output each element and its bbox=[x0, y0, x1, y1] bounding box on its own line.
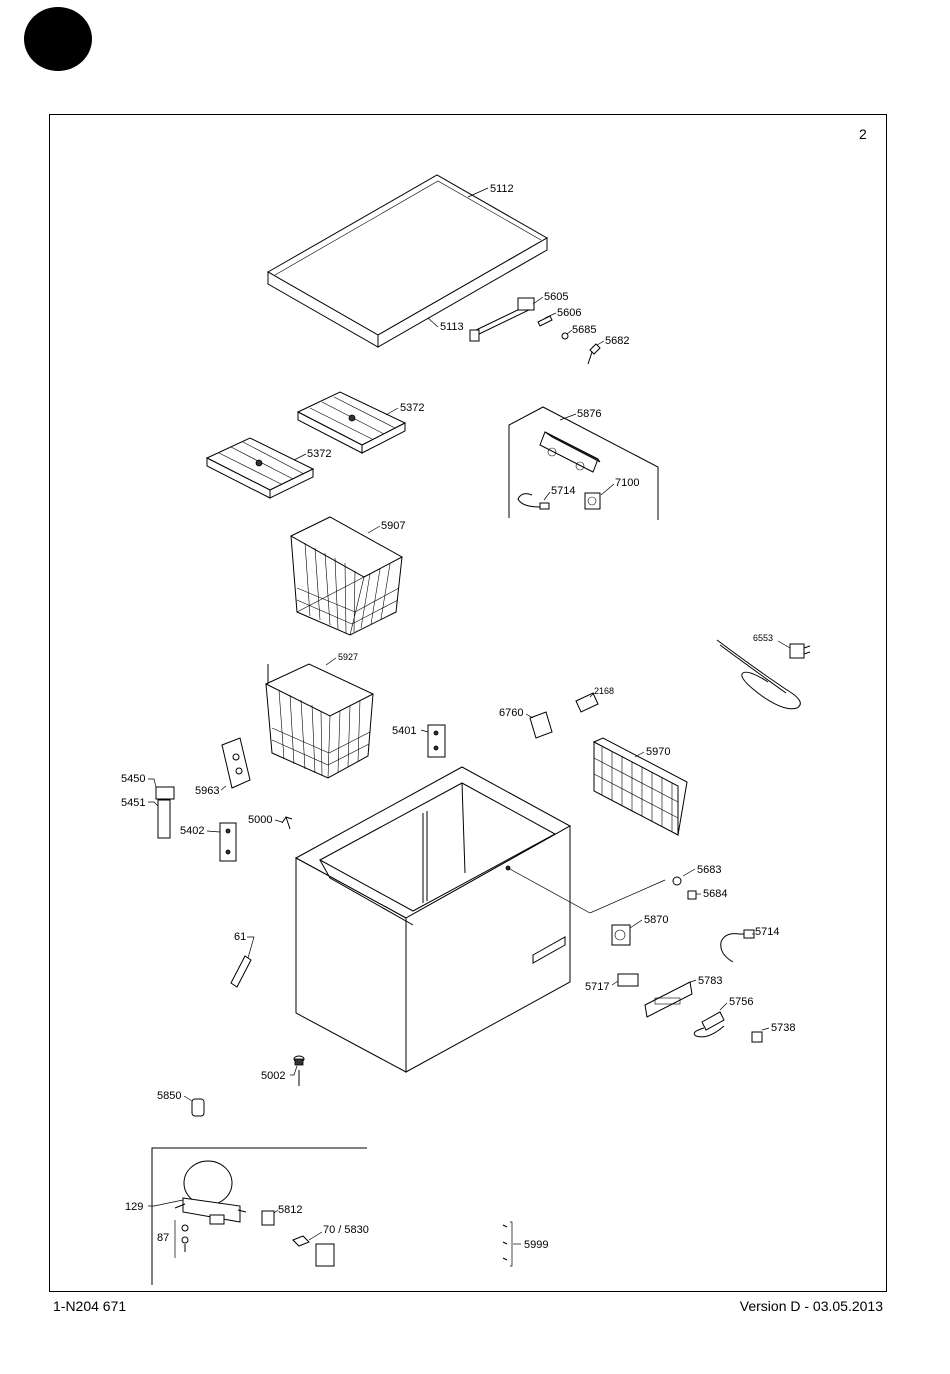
label-5450: 5450 bbox=[121, 773, 145, 785]
label-5714-bottom: 5714 bbox=[755, 926, 779, 938]
label-5002: 5002 bbox=[261, 1070, 285, 1082]
label-6553: 6553 bbox=[753, 633, 773, 643]
label-70-5830: 70 / 5830 bbox=[323, 1224, 369, 1236]
compressor-group bbox=[152, 1148, 512, 1285]
leader-lines bbox=[148, 188, 790, 1244]
filter-drier-61 bbox=[231, 956, 251, 987]
label-5684: 5684 bbox=[703, 888, 727, 900]
hinge-left bbox=[220, 823, 236, 861]
label-87: 87 bbox=[157, 1232, 169, 1244]
screw-5000 bbox=[282, 817, 292, 829]
label-5714-top: 5714 bbox=[551, 485, 575, 497]
label-5606: 5606 bbox=[557, 307, 581, 319]
basket-upper bbox=[291, 517, 402, 635]
hinge-cover-5963 bbox=[222, 738, 250, 788]
label-5112: 5112 bbox=[490, 183, 514, 195]
basket-cover-front bbox=[207, 438, 313, 498]
label-5870: 5870 bbox=[644, 914, 668, 926]
lid-handle bbox=[470, 298, 552, 341]
label-61: 61 bbox=[234, 931, 246, 943]
label-5683: 5683 bbox=[697, 864, 721, 876]
power-cord bbox=[717, 640, 810, 709]
label-5451: 5451 bbox=[121, 797, 145, 809]
label-5372-front: 5372 bbox=[307, 448, 331, 460]
hinge-bracket-5450-5451 bbox=[156, 787, 174, 838]
label-5000: 5000 bbox=[248, 814, 272, 826]
label-5685: 5685 bbox=[572, 324, 596, 336]
freezer-cabinet bbox=[296, 767, 665, 1072]
label-5756: 5756 bbox=[729, 996, 753, 1008]
label-6760: 6760 bbox=[499, 707, 523, 719]
part-labels: 5112 5113 5605 5606 5685 5682 5372 5372 … bbox=[121, 183, 795, 1251]
hinge-right bbox=[428, 725, 445, 757]
label-5927: 5927 bbox=[338, 652, 358, 662]
label-129: 129 bbox=[125, 1201, 143, 1213]
label-5402: 5402 bbox=[180, 825, 204, 837]
condenser-grille bbox=[594, 738, 687, 835]
thermostat-parts bbox=[612, 877, 762, 1042]
label-5783: 5783 bbox=[698, 975, 722, 987]
label-7100: 7100 bbox=[615, 477, 639, 489]
label-5717: 5717 bbox=[585, 981, 609, 993]
label-5999: 5999 bbox=[524, 1239, 548, 1251]
label-5812: 5812 bbox=[278, 1204, 302, 1216]
lock-and-key bbox=[562, 333, 600, 364]
label-5401: 5401 bbox=[392, 725, 416, 737]
label-5876: 5876 bbox=[577, 408, 601, 420]
label-2168: 2168 bbox=[594, 686, 614, 696]
label-5682: 5682 bbox=[605, 335, 629, 347]
label-5970: 5970 bbox=[646, 746, 670, 758]
small-part-6760 bbox=[530, 712, 552, 738]
label-5963: 5963 bbox=[195, 785, 219, 797]
basket-cover-rear bbox=[298, 392, 405, 453]
label-5113: 5113 bbox=[440, 321, 464, 333]
part-5850 bbox=[192, 1099, 204, 1116]
label-5738: 5738 bbox=[771, 1022, 795, 1034]
label-5907: 5907 bbox=[381, 520, 405, 532]
basket-lower bbox=[266, 664, 373, 778]
label-5850: 5850 bbox=[157, 1090, 181, 1102]
electronics-module-group bbox=[509, 407, 658, 520]
label-5372-rear: 5372 bbox=[400, 402, 424, 414]
label-5605: 5605 bbox=[544, 291, 568, 303]
